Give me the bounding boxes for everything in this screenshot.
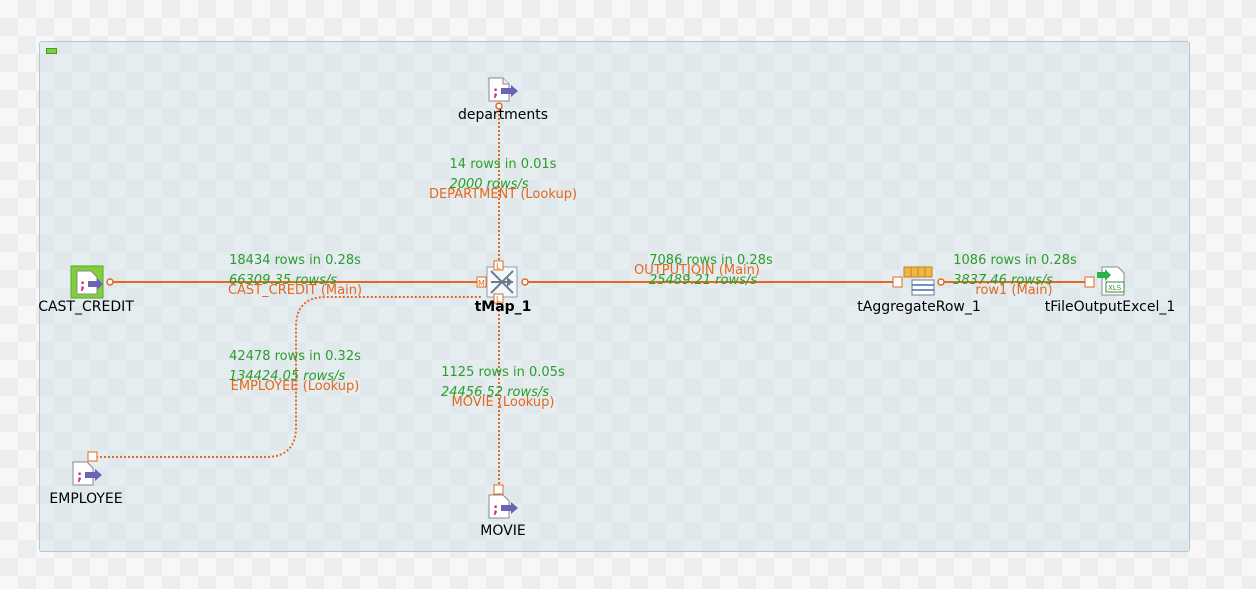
cast-credit-label[interactable]: CAST_CREDIT [38, 299, 134, 315]
svg-text:;: ; [77, 469, 82, 484]
tmap-lookup-top-letter: L [496, 262, 501, 271]
link-employee-lookup[interactable] [96, 296, 482, 458]
aggregate-input-connector[interactable] [892, 276, 903, 288]
movie-link-rate: 24456.52 rows/s [440, 385, 550, 400]
employee-label[interactable]: EMPLOYEE [49, 491, 123, 507]
department-link-name[interactable]: DEPARTMENT (Lookup) [428, 187, 578, 202]
subjob-container[interactable] [39, 41, 1190, 552]
row1-link-name[interactable]: row1 (Main) [975, 283, 1053, 298]
movie-output-connector[interactable] [493, 484, 504, 495]
cast-credit-link-name[interactable]: CAST_CREDIT (Main) [227, 283, 363, 298]
svg-text:XLS: XLS [1108, 284, 1122, 292]
employee-link-name[interactable]: EMPLOYEE (Lookup) [230, 379, 360, 394]
departments-output-connector[interactable] [495, 102, 503, 110]
outputjoin-link-rows: 7086 rows in 0.28s [649, 253, 773, 268]
aggregate-label[interactable]: tAggregateRow_1 [857, 299, 981, 315]
cast-credit-output-connector[interactable] [106, 278, 114, 286]
outputjoin-link-name[interactable]: OUTPUTJOIN (Main) [634, 263, 760, 278]
department-link-rate: 2000 rows/s [449, 177, 529, 192]
svg-text:;: ; [80, 278, 85, 293]
cast-credit-link-rows: 18434 rows in 0.28s [229, 253, 361, 268]
tmap-main-connector-letter: M [478, 279, 485, 288]
employee-file-icon[interactable]: ; [72, 461, 102, 486]
department-link-rows: 14 rows in 0.01s [449, 157, 557, 172]
outputjoin-link-rate: 25489.21 rows/s [648, 273, 758, 288]
employee-output-connector[interactable] [87, 451, 98, 462]
tmap-main-input-connector[interactable] [476, 276, 487, 288]
movie-link-name[interactable]: MOVIE (Lookup) [451, 395, 555, 410]
excel-output-icon[interactable]: XLS [1097, 266, 1125, 296]
tmap-lookup-top-connector[interactable] [493, 260, 504, 271]
movie-label[interactable]: MOVIE [480, 523, 526, 539]
movie-file-icon[interactable]: ; [488, 494, 518, 519]
tmap-output-connector[interactable] [521, 278, 529, 286]
tmap-lookup-bottom-connector[interactable] [493, 293, 504, 304]
row1-link-rate: 3837.46 rows/s [953, 273, 1053, 288]
cast-credit-link-rate: 66309.35 rows/s [228, 273, 338, 288]
excel-input-connector[interactable] [1084, 276, 1095, 288]
svg-text:;: ; [493, 502, 498, 517]
subjob-collapse-toggle[interactable] [46, 48, 57, 54]
movie-link-rows: 1125 rows in 0.05s [441, 365, 565, 380]
row1-link-rows: 1086 rows in 0.28s [953, 253, 1077, 268]
tmap-lookup-bottom-letter: L [496, 295, 501, 304]
employee-link-rows: 42478 rows in 0.32s [229, 349, 361, 364]
svg-text:;: ; [493, 85, 498, 100]
aggregate-table-icon[interactable] [903, 266, 935, 296]
excel-output-label[interactable]: tFileOutputExcel_1 [1044, 299, 1176, 315]
departments-label[interactable]: departments [457, 107, 549, 123]
departments-file-icon[interactable]: ; [488, 77, 518, 102]
cast-credit-file-icon[interactable]: ; [70, 265, 104, 299]
aggregate-output-connector[interactable] [937, 278, 945, 286]
tmap-label[interactable]: tMap_1 [474, 299, 532, 315]
tmap-icon[interactable] [486, 266, 518, 298]
employee-link-rate: 134424.05 rows/s [228, 369, 346, 384]
